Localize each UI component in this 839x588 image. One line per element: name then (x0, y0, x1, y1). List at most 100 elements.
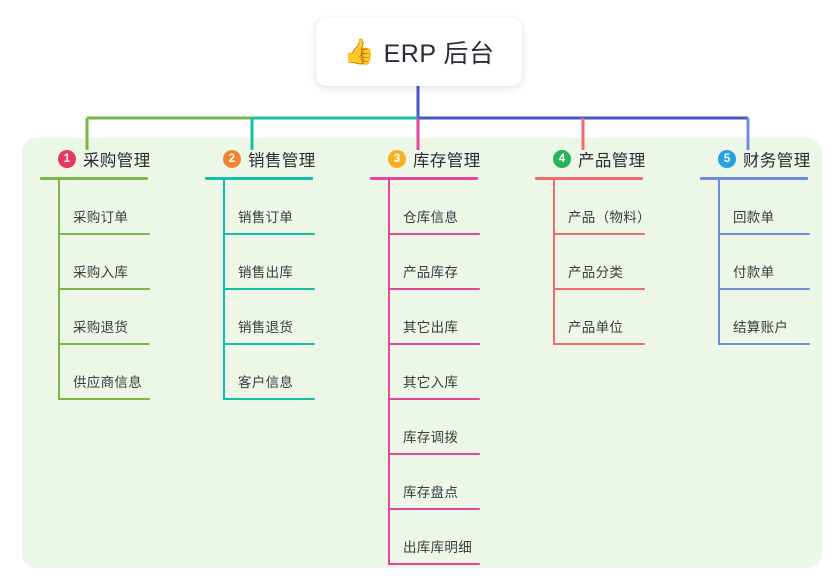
column-items-3: 仓库信息产品库存其它出库其它入库库存调拨库存盘点出库库明细 (370, 180, 481, 565)
column-header-rule-3 (370, 177, 478, 180)
menu-item-rule (718, 233, 810, 235)
column-items-5: 回款单付款单结算账户 (700, 180, 811, 345)
menu-item[interactable]: 销售退货 (205, 290, 316, 345)
menu-item-rule (388, 233, 480, 235)
menu-item[interactable]: 其它入库 (370, 345, 481, 400)
menu-item-label: 产品（物料） (568, 210, 651, 225)
menu-item[interactable]: 采购订单 (40, 180, 151, 235)
menu-item[interactable]: 结算账户 (700, 290, 811, 345)
menu-item-rule (388, 508, 480, 510)
menu-item-label: 付款单 (733, 265, 775, 280)
menu-item[interactable]: 销售订单 (205, 180, 316, 235)
column-header-5[interactable]: 5 财务管理 (700, 146, 811, 172)
menu-item-rule (58, 398, 150, 400)
column-title-2: 销售管理 (248, 152, 316, 170)
column-header-1[interactable]: 1 采购管理 (40, 146, 151, 172)
column-spine-4 (553, 180, 555, 345)
menu-item-label: 其它出库 (403, 320, 459, 335)
menu-item[interactable]: 库存调拨 (370, 400, 481, 455)
column-spine-5 (718, 180, 720, 345)
menu-item[interactable]: 销售出库 (205, 235, 316, 290)
menu-item-label: 库存盘点 (403, 485, 459, 500)
column-3[interactable]: 3 库存管理仓库信息产品库存其它出库其它入库库存调拨库存盘点出库库明细 (370, 146, 481, 565)
column-title-4: 产品管理 (578, 152, 646, 170)
column-badge-4: 4 (553, 150, 571, 168)
diagram-background-panel (22, 138, 822, 568)
menu-item[interactable]: 库存盘点 (370, 455, 481, 510)
column-5[interactable]: 5 财务管理回款单付款单结算账户 (700, 146, 811, 345)
menu-item-rule (388, 453, 480, 455)
menu-item-label: 产品分类 (568, 265, 624, 280)
menu-item-label: 回款单 (733, 210, 775, 225)
menu-item-rule (58, 288, 150, 290)
column-spine-2 (223, 180, 225, 400)
column-header-3[interactable]: 3 库存管理 (370, 146, 481, 172)
menu-item-label: 采购退货 (73, 320, 129, 335)
menu-item[interactable]: 回款单 (700, 180, 811, 235)
menu-item-rule (553, 343, 645, 345)
menu-item-rule (388, 563, 480, 565)
menu-item[interactable]: 采购退货 (40, 290, 151, 345)
thumbs-up-icon: 👍 (343, 37, 375, 66)
column-spine-3 (388, 180, 390, 565)
menu-item-label: 产品库存 (403, 265, 459, 280)
menu-item[interactable]: 出库库明细 (370, 510, 481, 565)
root-node-title: ERP 后台 (383, 40, 495, 68)
menu-item-label: 销售订单 (238, 210, 294, 225)
menu-item-label: 库存调拨 (403, 430, 459, 445)
menu-item[interactable]: 产品分类 (535, 235, 646, 290)
menu-item-rule (58, 343, 150, 345)
menu-item-rule (223, 398, 315, 400)
column-items-1: 采购订单采购入库采购退货供应商信息 (40, 180, 151, 400)
menu-item-label: 产品单位 (568, 320, 624, 335)
column-header-4[interactable]: 4 产品管理 (535, 146, 646, 172)
menu-item-rule (718, 288, 810, 290)
menu-item[interactable]: 供应商信息 (40, 345, 151, 400)
menu-item-rule (553, 233, 645, 235)
menu-item[interactable]: 其它出库 (370, 290, 481, 345)
column-badge-3: 3 (388, 150, 406, 168)
column-1[interactable]: 1 采购管理采购订单采购入库采购退货供应商信息 (40, 146, 151, 400)
column-title-5: 财务管理 (743, 152, 811, 170)
column-badge-5: 5 (718, 150, 736, 168)
column-header-rule-1 (40, 177, 148, 180)
column-title-1: 采购管理 (83, 152, 151, 170)
menu-item[interactable]: 产品单位 (535, 290, 646, 345)
menu-item-rule (223, 343, 315, 345)
menu-item-rule (553, 288, 645, 290)
menu-item-label: 采购入库 (73, 265, 129, 280)
menu-item-label: 出库库明细 (403, 540, 472, 555)
column-header-rule-2 (205, 177, 313, 180)
menu-item[interactable]: 付款单 (700, 235, 811, 290)
menu-item-label: 仓库信息 (403, 210, 459, 225)
column-items-4: 产品（物料） 产品分类产品单位 (535, 180, 651, 345)
column-spine-1 (58, 180, 60, 400)
menu-item-label: 其它入库 (403, 375, 459, 390)
menu-item[interactable]: 产品（物料） (535, 180, 651, 235)
menu-item-rule (718, 343, 810, 345)
column-4[interactable]: 4 产品管理产品（物料） 产品分类产品单位 (535, 146, 651, 345)
menu-item-label: 供应商信息 (73, 375, 142, 390)
column-items-2: 销售订单销售出库销售退货客户信息 (205, 180, 316, 400)
column-header-rule-5 (700, 177, 808, 180)
menu-item-label: 销售出库 (238, 265, 294, 280)
root-node[interactable]: 👍 ERP 后台 (316, 18, 522, 86)
menu-item[interactable]: 采购入库 (40, 235, 151, 290)
menu-item-rule (223, 233, 315, 235)
menu-item-label: 采购订单 (73, 210, 129, 225)
menu-item-rule (388, 343, 480, 345)
menu-item-label: 销售退货 (238, 320, 294, 335)
menu-item[interactable]: 仓库信息 (370, 180, 481, 235)
menu-item-rule (223, 288, 315, 290)
column-title-3: 库存管理 (413, 152, 481, 170)
menu-item-label: 客户信息 (238, 375, 294, 390)
menu-item-rule (388, 398, 480, 400)
menu-item[interactable]: 产品库存 (370, 235, 481, 290)
column-badge-1: 1 (58, 150, 76, 168)
menu-item[interactable]: 客户信息 (205, 345, 316, 400)
menu-item-rule (388, 288, 480, 290)
menu-item-rule (58, 233, 150, 235)
